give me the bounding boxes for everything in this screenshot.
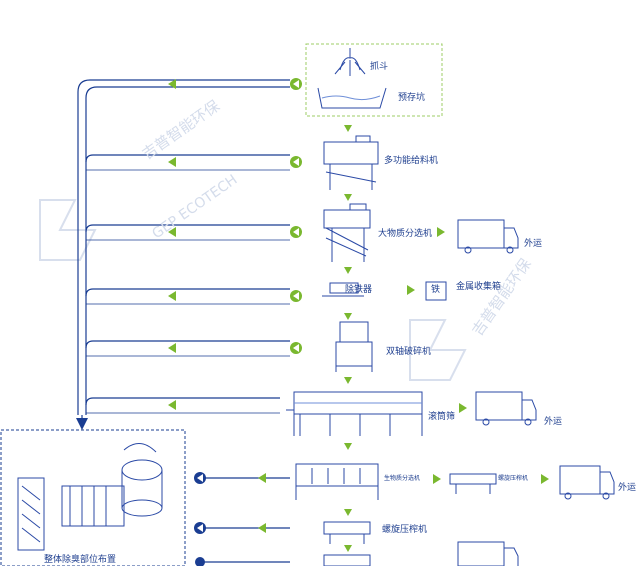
- metal-box-machine: [425, 281, 447, 301]
- grab-bucket-label: 抓斗: [370, 62, 389, 72]
- watermark: [39, 199, 467, 381]
- iron-remover-label: 除铁器: [345, 285, 373, 295]
- bulk-separator-machine: [323, 203, 371, 262]
- bulk-separator-label: 大物质分选机: [378, 229, 433, 239]
- truck-2: [475, 391, 537, 426]
- outbound-1-label: 外运: [524, 239, 543, 249]
- outbound-3-label: 外运: [618, 483, 637, 493]
- screw-press-2-machine: [323, 554, 371, 566]
- return-lines: [196, 477, 290, 563]
- iron-remover-machine: [322, 282, 364, 297]
- pre-storage-pit-machine: [317, 87, 387, 109]
- main-duct-arrow: [76, 418, 88, 430]
- deodor-system-label: 整体除臭部位布置: [44, 555, 117, 565]
- return-arrows: [194, 472, 266, 566]
- multi-feeder-label: 多功能给料机: [384, 156, 439, 166]
- truck-1: [457, 219, 519, 254]
- deodor-system-machine: [17, 443, 163, 551]
- intake-area-frame: [305, 43, 443, 117]
- drum-screen-machine: [286, 391, 423, 436]
- process-down-arrows: [344, 125, 352, 552]
- screw-feeder-side: [449, 473, 497, 494]
- truck-3: [559, 465, 615, 500]
- screw-press-label: 螺旋压榨机: [382, 525, 428, 535]
- multi-feeder-machine: [323, 135, 379, 190]
- branch-ducts: [85, 154, 290, 414]
- deodor-system-frame: [0, 429, 186, 566]
- organic-separator-machine: [295, 463, 379, 500]
- screw-press-label-upper: 螺旋压榨机: [498, 475, 529, 482]
- drum-screen-label: 滚筒筛: [428, 412, 456, 422]
- outbound-2-label: 外运: [544, 417, 563, 427]
- truck-4: [457, 541, 519, 566]
- twin-shaft-crusher-machine: [335, 321, 373, 372]
- metal-box-label: 金属收集箱: [456, 282, 502, 292]
- organic-separator-label: 生物质分选机: [384, 475, 421, 482]
- twin-shaft-crusher-label: 双轴破碎机: [386, 347, 432, 357]
- grab-bucket-machine: [334, 48, 366, 76]
- screw-press-machine: [323, 521, 371, 544]
- iron-box-tag: 铁: [431, 285, 441, 295]
- pre-storage-pit-label: 预存坑: [398, 93, 426, 103]
